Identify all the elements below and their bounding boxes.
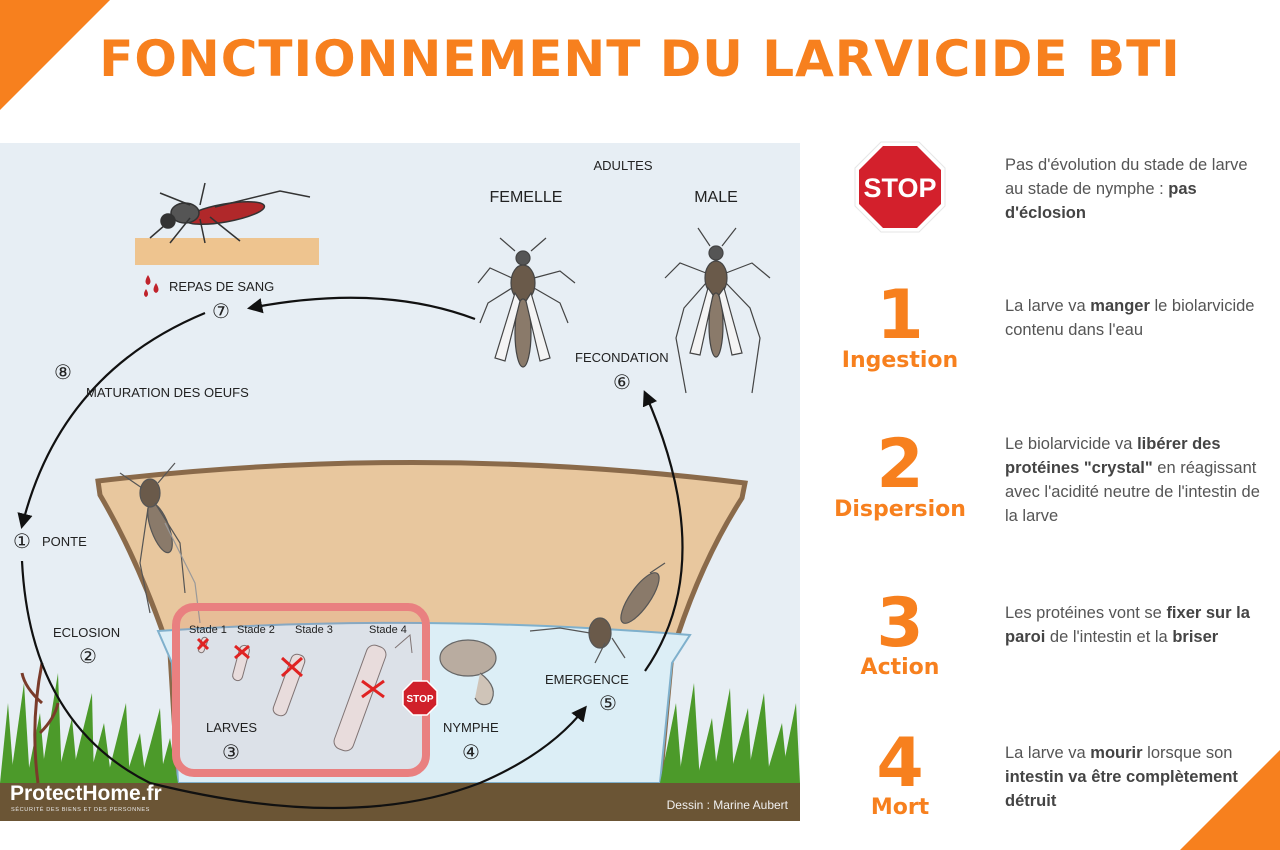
feeding-mosquito-illustration <box>149 182 311 244</box>
step-4-text: La larve va mourir lorsque son intestin … <box>1005 741 1260 813</box>
step-4-number: 4 <box>876 724 924 803</box>
step-3: 3 Action Les protéines vont se fixer sur… <box>820 587 1260 707</box>
arrow-meal-to-ponte <box>17 311 206 529</box>
grass-right <box>660 683 800 783</box>
step-4-name: Mort <box>870 795 930 820</box>
stop-sign-icon: STOP <box>854 141 946 233</box>
label-emergence: EMERGENCE <box>545 672 629 687</box>
text-bold: fixer sur la paroi <box>1005 604 1250 646</box>
drawing-credit: Dessin : Marine Aubert <box>667 798 789 812</box>
skin-patch <box>135 238 319 265</box>
text-part: en réagissant avec l'acidité neutre de l… <box>1005 459 1260 525</box>
label-fecondation: FECONDATION <box>575 350 669 365</box>
step-4: 4 Mort La larve va mourir lorsque son in… <box>820 727 1260 837</box>
text-bold: briser <box>1172 628 1219 646</box>
label-stade-1: Stade 1 <box>189 624 227 636</box>
corner-decoration-top-left <box>0 0 110 110</box>
label-stade-4: Stade 4 <box>369 624 407 636</box>
step-number-7: ⑦ <box>212 301 230 323</box>
step-2-number: 2 <box>876 425 924 504</box>
logo: ProtectHome.fr <box>10 782 162 805</box>
logo-tagline: SÉCURITÉ DES BIENS ET DES PERSONNES <box>11 806 150 813</box>
text-part: le biolarvicide contenu dans l'eau <box>1005 297 1255 339</box>
larvae-illustrations <box>197 633 413 752</box>
arrow-adult-to-meal <box>246 296 476 321</box>
step-number-6: ⑥ <box>613 372 631 394</box>
small-stop-label: STOP <box>406 694 433 705</box>
label-adults: ADULTES <box>594 158 653 173</box>
arrow-ponte-to-emergence <box>20 560 587 810</box>
label-maturation: MATURATION DES OEUFS <box>86 385 249 400</box>
grass-left <box>0 673 178 783</box>
text-part: La larve va <box>1005 744 1091 762</box>
text-part: Les protéines vont se <box>1005 604 1167 622</box>
stop-step-text: Pas d'évolution du stade de larve au sta… <box>1005 153 1260 225</box>
step-1-number: 1 <box>876 276 924 355</box>
step-number-2: ② <box>79 646 97 668</box>
label-stade-2: Stade 2 <box>237 624 275 636</box>
step-3-text: Les protéines vont se fixer sur la paroi… <box>1005 601 1260 649</box>
label-male: MALE <box>694 189 738 206</box>
female-mosquito-illustration <box>477 237 576 368</box>
stop-sign-label: STOP <box>863 173 936 203</box>
step-number-5: ⑤ <box>599 693 617 715</box>
blood-drops-icon <box>144 275 159 297</box>
male-mosquito-illustration <box>664 227 771 394</box>
mosquito-life-cycle-diagram: STOP ADULTES FEMELLE MALE REPAS DE SANG … <box>0 143 800 821</box>
steps-panel: STOP Pas d'évolution du stade de larve a… <box>820 140 1260 830</box>
step-1-text: La larve va manger le biolarvicide conte… <box>1005 294 1260 342</box>
text-bold: mourir <box>1090 744 1143 762</box>
arrow-emergence-to-fecondation <box>642 390 684 672</box>
step-3-number: 3 <box>876 584 924 663</box>
small-stop-sign-icon: STOP <box>402 680 438 716</box>
cycle-arrows <box>17 296 684 810</box>
step-number-3: ③ <box>222 742 240 764</box>
label-repas-de-sang: REPAS DE SANG <box>169 279 274 294</box>
step-3-name: Action <box>860 655 940 680</box>
text-part: de l'intestin et la <box>1045 628 1173 646</box>
label-femelle: FEMELLE <box>490 189 563 206</box>
ground <box>0 783 800 821</box>
label-ponte: PONTE <box>42 534 87 549</box>
label-eclosion: ECLOSION <box>53 625 120 640</box>
step-2: 2 Dispersion Le biolarvicide va libérer … <box>820 428 1260 548</box>
label-larves: LARVES <box>206 720 257 735</box>
reed-plant <box>20 662 60 784</box>
pupa-illustration <box>439 639 497 706</box>
emerging-mosquito-illustration <box>529 562 666 664</box>
red-cross-marks <box>196 637 385 699</box>
text-bold: manger <box>1090 297 1150 315</box>
label-nymphe: NYMPHE <box>443 720 499 735</box>
step-2-name: Dispersion <box>834 497 966 522</box>
step-number-1: ① <box>13 531 31 553</box>
step-1-name: Ingestion <box>841 348 959 373</box>
stop-step-text-part: Pas d'évolution du stade de larve au sta… <box>1005 156 1248 198</box>
label-stade-3: Stade 3 <box>295 624 333 636</box>
corner-decoration-bottom-right <box>1180 750 1280 850</box>
text-part: La larve va <box>1005 297 1091 315</box>
text-part: Le biolarvicide va <box>1005 435 1138 453</box>
text-bold: libérer des protéines "crystal" <box>1005 435 1221 477</box>
stop-step-text-bold: pas d'éclosion <box>1005 180 1197 222</box>
text-bold: intestin va être complètement détruit <box>1005 768 1238 810</box>
text-part: lorsque son <box>1142 744 1233 762</box>
step-number-8: ⑧ <box>54 362 72 384</box>
page-title: FONCTIONNEMENT DU LARVICIDE BTI <box>99 30 1181 88</box>
step-1: 1 Ingestion La larve va manger le biolar… <box>820 280 1260 400</box>
stop-step: STOP Pas d'évolution du stade de larve a… <box>820 140 1260 250</box>
step-2-text: Le biolarvicide va libérer des protéines… <box>1005 432 1260 528</box>
step-number-4: ④ <box>462 742 480 764</box>
